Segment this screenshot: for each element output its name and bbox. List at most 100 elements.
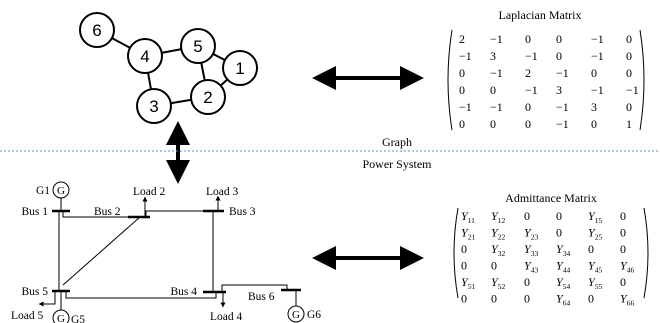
laplacian-cell: −1 [490, 66, 503, 80]
admittance-cell: Y46 [620, 259, 634, 275]
laplacian-cell: −1 [459, 49, 472, 63]
admittance-cell: 0 [620, 242, 626, 256]
label-g5: G5 [71, 314, 85, 323]
laplacian-cell: −1 [591, 49, 604, 63]
laplacian-cell: 0 [591, 117, 597, 131]
admittance-cell: Y43 [524, 259, 538, 275]
generator-glyph: G [292, 309, 300, 321]
label-load-2: Load 2 [133, 186, 166, 198]
label-bus-3: Bus 3 [229, 206, 256, 218]
admittance-cell: 0 [491, 292, 497, 306]
admittance-cell: 0 [524, 292, 530, 306]
label-bus-1: Bus 1 [21, 206, 48, 218]
admittance-cell: 0 [524, 275, 530, 289]
admittance-cell: Y15 [588, 209, 602, 225]
admittance-cell: Y64 [556, 292, 570, 308]
admittance-cell: 0 [556, 226, 562, 240]
node-label: 4 [140, 47, 149, 66]
admittance-cell: 0 [461, 292, 467, 306]
laplacian-cell: 0 [525, 117, 531, 131]
line-5-4 [65, 291, 217, 299]
laplacian-cell: 2 [525, 66, 531, 80]
laplacian-cell: 0 [525, 32, 531, 46]
laplacian-cell: 3 [591, 100, 597, 114]
admittance-cell: 0 [620, 275, 626, 289]
laplacian-cell: 0 [556, 32, 562, 46]
admittance-cell: Y44 [556, 259, 570, 275]
laplacian-cell: −1 [459, 100, 472, 114]
node-label: 2 [203, 88, 212, 107]
laplacian-title: Laplacian Matrix [499, 8, 582, 22]
admittance-cell: 0 [524, 209, 530, 223]
laplacian-cell: 0 [626, 49, 632, 63]
power-system-section-label: Power System [363, 157, 433, 171]
laplacian-cell: −1 [626, 83, 639, 97]
graph-node-5: 5 [180, 28, 216, 64]
admittance-cell: Y66 [620, 292, 634, 308]
line-1-2 [62, 211, 134, 218]
generator-g1-symbol: G [52, 181, 70, 199]
laplacian-right-bracket [639, 29, 645, 131]
graph-node-4: 4 [127, 38, 163, 74]
laplacian-cell: 3 [490, 49, 496, 63]
admittance-title: Admittance Matrix [505, 191, 597, 205]
label-bus-2: Bus 2 [94, 206, 121, 218]
admittance-cell: Y32 [491, 242, 505, 258]
laplacian-cell: 0 [490, 83, 496, 97]
line-4-6 [221, 284, 288, 292]
generator-g6-symbol: G [287, 305, 305, 323]
graph-node-6: 6 [79, 12, 115, 48]
laplacian-cell: 3 [556, 83, 562, 97]
laplacian-cell: 0 [525, 100, 531, 114]
admittance-cell: Y11 [461, 209, 475, 225]
laplacian-cell: 0 [626, 32, 632, 46]
label-load-5: Load 5 [11, 310, 44, 322]
laplacian-cell: 0 [626, 100, 632, 114]
admittance-cell: 0 [461, 259, 467, 273]
admittance-cell: 0 [556, 209, 562, 223]
laplacian-cell: 1 [626, 117, 632, 131]
admittance-right-bracket [643, 207, 649, 299]
admittance-cell: 0 [620, 209, 626, 223]
label-g6: G6 [307, 309, 321, 321]
admittance-cell: 0 [491, 259, 497, 273]
graph-node-3: 3 [136, 88, 172, 124]
laplacian-cell: 0 [490, 117, 496, 131]
admittance-cell: 0 [588, 242, 594, 256]
line-2-3 [145, 210, 212, 217]
admittance-cell: Y51 [461, 275, 475, 291]
laplacian-cell: −1 [490, 100, 503, 114]
admittance-cell: Y12 [491, 209, 505, 225]
node-label: 3 [149, 97, 158, 116]
laplacian-cell: 0 [459, 117, 465, 131]
graph-node-2: 2 [190, 79, 226, 115]
laplacian-cell: 0 [556, 49, 562, 63]
label-bus-6: Bus 6 [248, 291, 275, 303]
admittance-cell: Y54 [556, 275, 570, 291]
admittance-cell: 0 [620, 226, 626, 240]
laplacian-cell: −1 [556, 117, 569, 131]
admittance-cell: Y52 [491, 275, 505, 291]
laplacian-cell: 0 [459, 83, 465, 97]
admittance-cell: 0 [461, 242, 467, 256]
laplacian-cell: −1 [490, 32, 503, 46]
graph-node-1: 1 [222, 50, 258, 86]
admittance-cell: Y34 [556, 242, 570, 258]
admittance-cell: 0 [588, 292, 594, 306]
laplacian-cell: 0 [459, 66, 465, 80]
laplacian-cell: 0 [626, 66, 632, 80]
laplacian-cell: −1 [556, 100, 569, 114]
load-5-arrow [38, 291, 56, 307]
laplacian-cell: −1 [525, 49, 538, 63]
laplacian-cell: −1 [525, 83, 538, 97]
laplacian-left-bracket [447, 29, 453, 131]
label-load-3: Load 3 [206, 186, 239, 198]
admittance-cell: Y23 [524, 226, 538, 242]
graph-section-label: Graph [382, 135, 412, 149]
admittance-cell: Y45 [588, 259, 602, 275]
node-label: 5 [193, 37, 202, 56]
laplacian-cell: 0 [591, 66, 597, 80]
admittance-cell: Y21 [461, 226, 475, 242]
